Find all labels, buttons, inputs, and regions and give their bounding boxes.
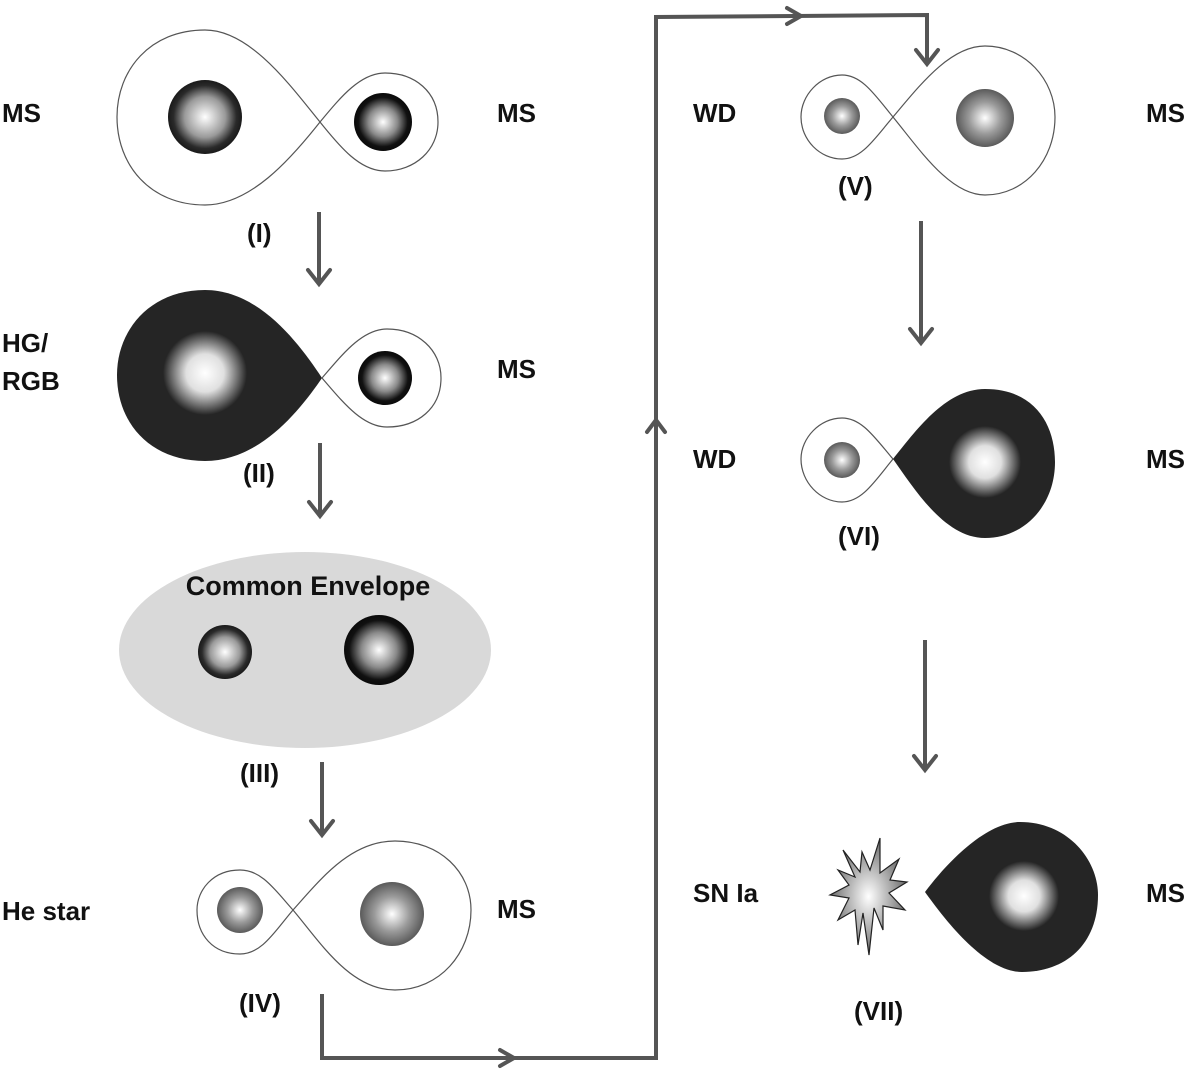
stage-5-right-star-label: MS bbox=[1146, 98, 1185, 128]
stage-2-left-star-label-line2: RGB bbox=[2, 366, 60, 396]
stage-7-label: (VII) bbox=[854, 996, 903, 1026]
arrow-3-to-4 bbox=[309, 762, 335, 839]
stage-2-secondary-star bbox=[358, 351, 412, 405]
stage-2-right-star-label: MS bbox=[497, 354, 536, 384]
stage-1-secondary-star bbox=[354, 93, 412, 151]
stage-7-right-star-label: MS bbox=[1146, 878, 1185, 908]
stage-6-white-dwarf bbox=[824, 442, 860, 478]
stage-4-roche-lobes bbox=[196, 840, 472, 991]
arrow-1-to-2 bbox=[306, 212, 332, 288]
stage-3-label: (III) bbox=[240, 758, 279, 788]
stage-5-ms-star bbox=[956, 89, 1014, 147]
stage-4-label: (IV) bbox=[239, 988, 281, 1018]
common-envelope bbox=[119, 552, 491, 748]
supernova-explosion-icon bbox=[828, 837, 909, 956]
stage-6-donor-core bbox=[949, 426, 1021, 498]
stage-3: Common Envelope (III) bbox=[119, 552, 491, 788]
arrow-6-to-7 bbox=[912, 640, 938, 774]
stage-1-left-star-label: MS bbox=[2, 98, 41, 128]
stage-5: WD MS (V) bbox=[693, 45, 1185, 201]
arrow-4-to-5 bbox=[320, 6, 940, 1068]
stage-1-primary-star bbox=[168, 80, 242, 154]
stage-6-right-star-label: MS bbox=[1146, 444, 1185, 474]
stage-7: SN Ia MS (VII) bbox=[693, 822, 1185, 1026]
arrow-2-to-3 bbox=[307, 443, 333, 520]
stage-2-label: (II) bbox=[243, 458, 275, 488]
arrow-5-to-6 bbox=[908, 221, 934, 347]
stage-1-label: (I) bbox=[247, 218, 272, 248]
stage-7-left-star-label: SN Ia bbox=[693, 878, 759, 908]
stage-4-ms-star bbox=[360, 882, 424, 946]
stage-1-right-star-label: MS bbox=[497, 98, 536, 128]
stage-3-left-star bbox=[198, 625, 252, 679]
stage-1: MS MS (I) bbox=[2, 29, 536, 248]
stage-2-left-star-label-line1: HG/ bbox=[2, 328, 48, 358]
common-envelope-title: Common Envelope bbox=[186, 571, 431, 601]
stage-5-white-dwarf bbox=[824, 98, 860, 134]
stage-6-label: (VI) bbox=[838, 521, 880, 551]
stage-5-left-star-label: WD bbox=[693, 98, 736, 128]
stage-2-secondary-roche-lobe bbox=[321, 328, 442, 428]
stage-6-wd-roche-lobe bbox=[800, 417, 894, 503]
stage-2-primary-core bbox=[163, 331, 247, 415]
stage-4-right-star-label: MS bbox=[497, 894, 536, 924]
stage-4-left-star-label: He star bbox=[2, 896, 90, 926]
stage-6-left-star-label: WD bbox=[693, 444, 736, 474]
stage-3-right-star bbox=[344, 615, 414, 685]
stage-2: HG/ RGB MS (II) bbox=[2, 290, 536, 488]
stage-4-he-star bbox=[217, 887, 263, 933]
stage-5-roche-lobes bbox=[800, 45, 1056, 196]
stage-5-label: (V) bbox=[838, 171, 873, 201]
stage-1-roche-lobes bbox=[116, 29, 439, 206]
stage-7-donor-core bbox=[989, 861, 1059, 931]
stage-6: WD MS (VI) bbox=[693, 389, 1185, 551]
stage-4: He star MS (IV) bbox=[2, 840, 536, 1018]
